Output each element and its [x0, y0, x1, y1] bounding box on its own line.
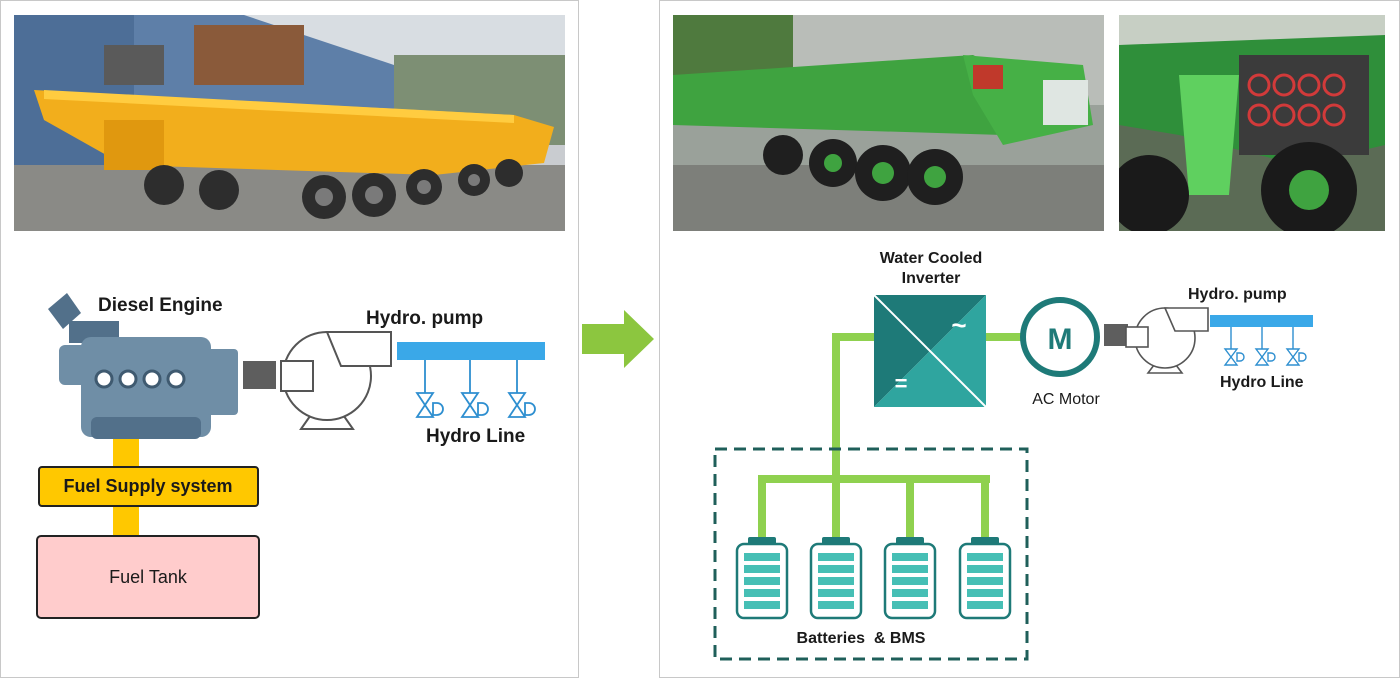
diesel-engine-icon — [48, 293, 276, 439]
electric-pump-label: Hydro. pump — [1188, 286, 1287, 303]
ac-motor-icon — [1020, 297, 1100, 377]
battery-icon — [735, 537, 789, 620]
diesel-hydro-line-label: Hydro Line — [426, 426, 525, 447]
inverter-label-line1: Water Cooled — [880, 250, 983, 267]
inverter-icon — [873, 294, 987, 408]
fuel-tank-label: Fuel Tank — [109, 567, 188, 587]
motor-symbol: M — [1048, 323, 1073, 356]
electric-hydro-line-bar — [1210, 315, 1313, 327]
power-lines — [758, 333, 1022, 541]
battery-bms-enclosure — [713, 447, 1029, 661]
hydro-line-bar — [397, 342, 545, 360]
battery-cells — [735, 537, 1012, 620]
diesel-pump-label: Hydro. pump — [366, 308, 483, 329]
battery-pack-photo — [1119, 15, 1385, 231]
electric-hydro-pump-icon — [1125, 307, 1209, 374]
electric-transporter-photo — [673, 15, 1104, 231]
inverter-label-line2: Inverter — [902, 270, 961, 287]
inverter-dc-symbol: = — [895, 371, 908, 396]
inverter-ac-symbol: ~ — [951, 310, 966, 340]
battery-icon — [958, 537, 1012, 620]
fuel-supply-label: Fuel Supply system — [63, 476, 232, 496]
motor-coupling — [1104, 324, 1128, 346]
diesel-drivetrain-diagram: Diesel Engine Hydro. pump Hydro Line Fue… — [36, 293, 545, 619]
battery-icon — [809, 537, 863, 620]
transition-arrow-icon — [582, 310, 654, 368]
ac-motor-label: AC Motor — [1032, 391, 1100, 408]
electric-hydro-valves — [1223, 327, 1307, 366]
fuel-line-lower — [113, 507, 139, 537]
electric-hydro-line-label: Hydro Line — [1220, 374, 1304, 391]
electric-drivetrain-diagram: Water Cooled Inverter ~ = M AC Motor — [713, 250, 1313, 661]
fuel-tank-box — [36, 535, 260, 619]
battery-icon — [883, 537, 937, 620]
fuel-line-upper — [113, 437, 139, 467]
diesel-engine-label: Diesel Engine — [98, 295, 223, 316]
diesel-configuration-panel: Diesel Engine Hydro. pump Hydro Line Fue… — [0, 0, 579, 678]
hydro-pump-icon — [280, 331, 392, 430]
hydro-valves — [415, 360, 536, 418]
fuel-supply-box — [38, 466, 259, 507]
battery-bms-label: Batteries & BMS — [797, 630, 926, 647]
electric-configuration-panel: Water Cooled Inverter ~ = M AC Motor — [659, 0, 1400, 678]
diesel-transporter-photo — [14, 15, 565, 231]
